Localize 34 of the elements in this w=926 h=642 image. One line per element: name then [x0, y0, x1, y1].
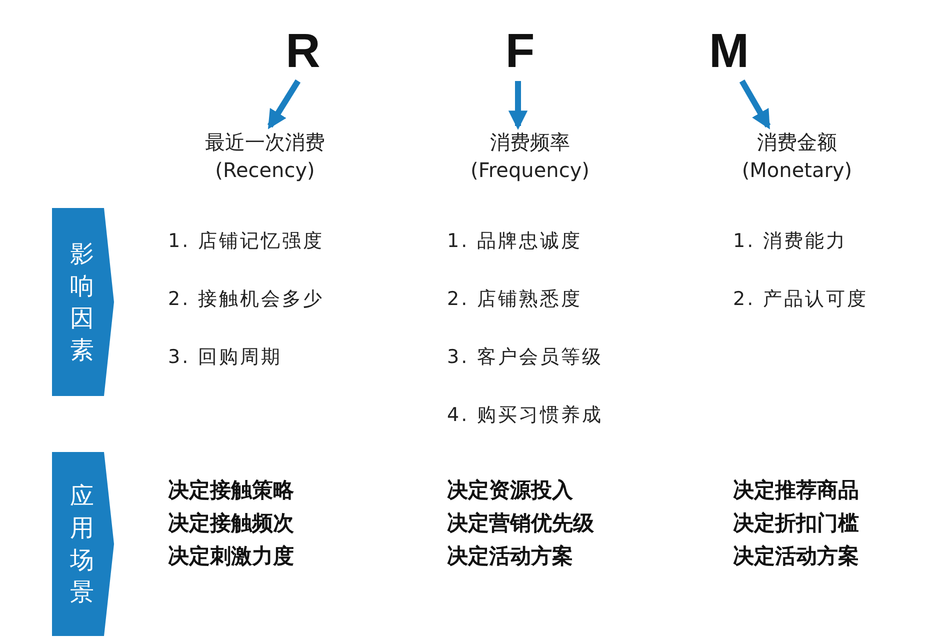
factor-item: 3. 客户会员等级	[447, 345, 604, 370]
scenario-text: 决定活动方案	[733, 543, 859, 570]
factor-item: 2. 接触机会多少	[168, 287, 324, 312]
metric-heading: 消费频率	[489, 129, 571, 156]
factor-item: 2. 店铺熟悉度	[447, 287, 582, 312]
scenario-text: 决定折扣门槛	[733, 510, 859, 537]
scenario-text: 决定活动方案	[447, 543, 573, 570]
metric-letter: M	[705, 27, 753, 77]
banner-chevron	[52, 208, 114, 396]
arrow	[267, 79, 301, 130]
metric-letter: R	[283, 27, 323, 77]
scenario-text: 决定推荐商品	[733, 477, 859, 504]
factor-item: 3. 回购周期	[168, 345, 282, 370]
metric-letter: F	[500, 27, 540, 77]
factor-item: 1. 品牌忠诚度	[447, 229, 582, 254]
scenario-text: 决定接触频次	[168, 510, 294, 537]
scenario-text: 决定刺激力度	[168, 543, 294, 570]
metric-subheading: (Recency)	[214, 157, 316, 184]
banner-chevron	[52, 452, 114, 636]
metric-subheading: (Monetary)	[740, 157, 854, 184]
metric-subheading: (Frequency)	[470, 157, 590, 184]
arrow	[508, 81, 528, 130]
scenario-text: 决定营销优先级	[447, 510, 594, 537]
scenario-text: 决定资源投入	[447, 477, 573, 504]
factor-item: 1. 消费能力	[733, 229, 848, 254]
factor-item: 1. 店铺记忆强度	[168, 229, 324, 254]
scenario-text: 决定接触策略	[168, 477, 294, 504]
banner-label: 应用场景	[69, 481, 95, 608]
metric-heading: 消费金额	[756, 129, 838, 156]
arrow	[739, 80, 771, 130]
factor-item: 4. 购买习惯养成	[447, 403, 604, 428]
metric-heading: 最近一次消费	[204, 129, 326, 156]
banner-label: 影响因素	[69, 239, 95, 366]
factor-item: 2. 产品认可度	[733, 287, 868, 312]
